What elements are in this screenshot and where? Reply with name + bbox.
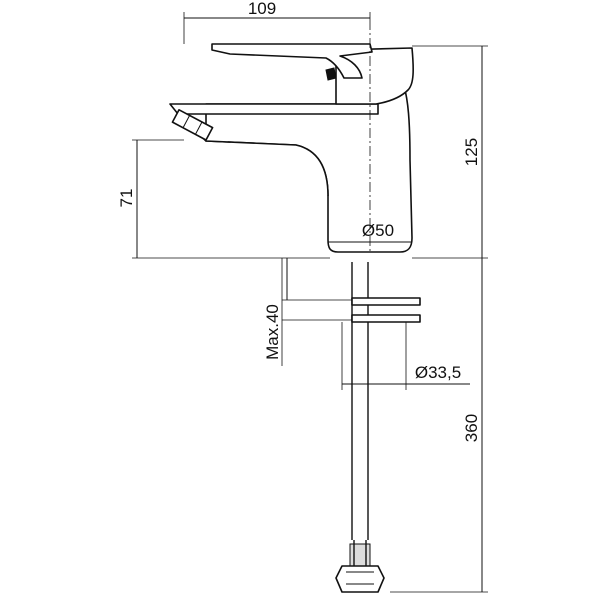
- dim-label-109: 109: [248, 0, 276, 18]
- dim-label-125: 125: [462, 138, 481, 166]
- dim-width-109: 109: [183, 0, 371, 44]
- faucet-body: [169, 20, 414, 253]
- dim-length-360: 360: [390, 258, 488, 593]
- handle-housing: [335, 47, 414, 105]
- hex-fitting: [335, 565, 385, 593]
- lever-handle: [211, 43, 373, 79]
- dim-label-max40: Max.40: [263, 304, 282, 360]
- dim-diameter-50: Ø50: [328, 221, 412, 243]
- hose-crimp: [349, 543, 371, 567]
- dim-max-40: Max.40: [263, 258, 352, 366]
- dim-height-71: 71: [117, 139, 330, 259]
- nut-lower: [351, 314, 421, 323]
- spout-plate: [169, 103, 379, 115]
- dim-label-o33-5: Ø33,5: [415, 363, 461, 382]
- dim-label-o50: Ø50: [362, 221, 394, 240]
- aerator: [171, 108, 214, 141]
- dim-diameter-33-5: Ø33,5: [341, 322, 470, 390]
- nut-upper: [351, 297, 421, 306]
- spout-underside: [177, 113, 329, 197]
- dim-label-71: 71: [117, 189, 136, 208]
- dim-label-360: 360: [462, 414, 481, 442]
- lever-tip: [325, 67, 337, 81]
- shank-assembly: [335, 262, 421, 593]
- dim-height-125: 125: [412, 45, 488, 259]
